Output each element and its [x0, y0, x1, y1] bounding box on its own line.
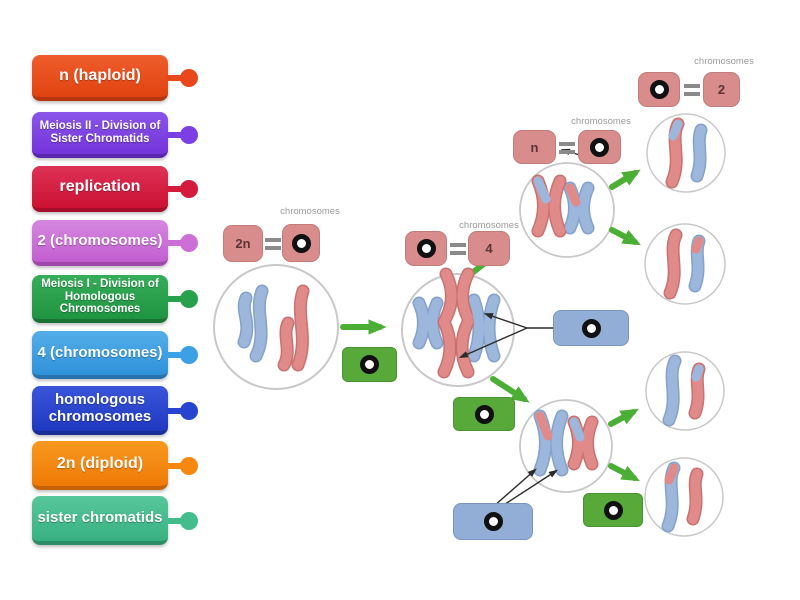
connector-stem — [166, 75, 183, 81]
equals-icon — [559, 142, 575, 154]
connector-dot — [180, 511, 198, 530]
connector-stem — [166, 240, 183, 246]
drop-box-homologous-chromosomes — [553, 310, 629, 346]
connector-stem — [166, 186, 183, 192]
answer-target-replicated-symbol[interactable] — [416, 239, 436, 258]
pointer-sister-1 — [493, 468, 537, 507]
word-bank-item-meiosis-2[interactable]: Meiosis II - Division of Sister Chromati… — [32, 112, 198, 158]
answer-target-meiosis1[interactable] — [474, 404, 494, 424]
word-bank-item-2n-diploid[interactable]: 2n (diploid) — [32, 441, 198, 490]
connector-stem — [166, 407, 183, 414]
drop-box-replication — [342, 347, 397, 382]
value-box-4: 4 — [468, 231, 510, 266]
connector-dot — [180, 401, 198, 420]
chromosome-red-single — [279, 318, 293, 370]
word-bank-item-sister-chromatids[interactable]: sister chromatids — [32, 496, 198, 545]
answer-target-replication[interactable] — [360, 355, 379, 374]
value-2n: 2n — [235, 236, 251, 251]
chromosomes — [239, 119, 706, 531]
caption-chromosomes-replicated: chromosomes — [459, 220, 519, 231]
word-bank-label: 2n (diploid) — [56, 454, 144, 472]
answer-target-meiosis2[interactable] — [603, 500, 623, 520]
drop-box-sister-chromatids — [453, 503, 533, 540]
pointer-homologous-1 — [483, 313, 528, 329]
value-box-2: 2 — [703, 72, 740, 107]
connector-stem — [166, 517, 183, 524]
arrow-meiosis2-bottom-down — [608, 463, 640, 482]
word-bank-label: 2 (chromosomes) — [37, 231, 163, 249]
equals-icon — [684, 84, 700, 96]
answer-target-homologous-chromosomes[interactable] — [581, 318, 601, 338]
connector-dot — [180, 180, 198, 198]
drop-box-gamete-symbol — [638, 72, 680, 107]
cell-gamete-3 — [645, 351, 725, 431]
cell-gamete-2 — [644, 223, 726, 305]
pointer-homologous-2 — [458, 327, 528, 358]
word-bank-label: 4 (chromosomes) — [37, 343, 163, 361]
answer-target-meiosis1-count[interactable] — [590, 137, 609, 157]
word-bank-item-2-chromosomes[interactable]: 2 (chromosomes) — [32, 220, 198, 266]
arrow-meiosis2-bottom-up — [608, 408, 639, 427]
chromosome-blue-single — [239, 293, 252, 347]
connector-dot — [180, 69, 198, 87]
arrow-meiosis1-down — [490, 376, 530, 403]
answer-target-parent-count[interactable] — [291, 233, 311, 253]
value-2: 2 — [717, 82, 726, 97]
cell-gamete-4 — [644, 457, 724, 537]
caption-chromosomes-parent: chromosomes — [280, 206, 340, 217]
value-box-2n: 2n — [223, 225, 263, 262]
drop-box-meiosis1-count — [578, 130, 621, 164]
value-4: 4 — [485, 241, 493, 256]
drop-box-parent-count — [282, 224, 320, 262]
drop-box-replicated-symbol — [405, 231, 447, 266]
connector-dot — [180, 126, 198, 144]
word-bank-item-n-haploid[interactable]: n (haploid) — [32, 55, 198, 101]
value-box-n: n — [513, 130, 556, 164]
drop-box-meiosis1 — [453, 397, 515, 431]
crossover-segments — [533, 119, 704, 485]
connector-stem — [166, 352, 183, 358]
word-bank-item-meiosis-1[interactable]: Meiosis I - Division of Homologous Chrom… — [32, 275, 198, 323]
word-bank-label: sister chromatids — [37, 509, 163, 527]
cell-parent — [213, 264, 339, 390]
word-bank-item-replication[interactable]: replication — [32, 166, 198, 212]
cell-gamete-1 — [646, 113, 726, 193]
answer-target-gamete-symbol[interactable] — [649, 80, 669, 99]
word-bank-label: Meiosis I - Division of Homologous Chrom… — [41, 277, 159, 316]
word-bank-label: n (haploid) — [59, 67, 141, 85]
value-n: n — [530, 139, 539, 155]
connector-dot — [180, 290, 198, 308]
pointer-sister-2 — [498, 469, 559, 509]
connector-dot — [180, 234, 198, 252]
equals-icon — [450, 243, 466, 255]
word-bank-label: replication — [59, 178, 141, 196]
answer-target-sister-chromatids[interactable] — [483, 512, 503, 531]
connector-stem — [166, 296, 183, 302]
connector-stem — [166, 462, 183, 469]
caption-chromosomes-meiosis1: chromosomes — [571, 116, 631, 127]
equals-icon — [265, 238, 281, 250]
word-bank-item-4-chromosomes[interactable]: 4 (chromosomes) — [32, 331, 198, 379]
connector-dot — [180, 456, 198, 475]
arrow-meiosis2-top-up — [609, 169, 641, 190]
connector-stem — [166, 132, 183, 138]
arrow-meiosis2-top-down — [609, 227, 641, 246]
word-bank-label: Meiosis II - Division of Sister Chromati… — [39, 120, 161, 145]
connector-dot — [180, 346, 198, 364]
drop-box-meiosis2 — [583, 493, 643, 527]
word-bank-label: homologous chromosomes — [48, 390, 152, 425]
caption-chromosomes-gamete: chromosomes — [694, 56, 754, 67]
pointer-lines — [458, 148, 584, 509]
word-bank-item-homologous-chromosomes[interactable]: homologous chromosomes — [32, 386, 198, 435]
